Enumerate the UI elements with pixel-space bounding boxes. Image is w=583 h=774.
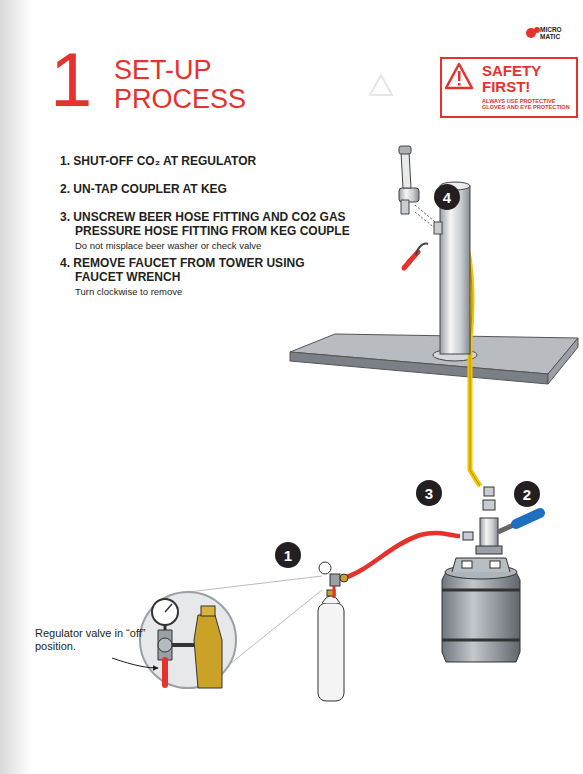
callout-number: 3 xyxy=(416,480,442,506)
warning-icon xyxy=(446,64,472,88)
callout-text: 3 xyxy=(425,486,433,501)
faucet-wrench xyxy=(404,261,410,268)
regulator xyxy=(330,574,340,586)
callout-text: 1 xyxy=(284,548,292,563)
regulator-gauge xyxy=(319,562,331,574)
callout-text: 2 xyxy=(523,487,531,502)
faucet-shank xyxy=(434,222,442,234)
section-number: 1 xyxy=(50,42,110,118)
callout-number: 1 xyxy=(275,542,301,568)
page-edge xyxy=(0,0,32,774)
counter-edge xyxy=(290,352,548,384)
watermark-icon xyxy=(370,75,392,95)
safety-note: ALWAYS USE PROTECTIVE GLOVES AND EYE PRO… xyxy=(482,98,570,112)
keg-handle-hole xyxy=(490,561,500,568)
keg-coupler xyxy=(476,546,502,554)
instruction-text: Do not misplace beer washer or check val… xyxy=(75,240,375,251)
co2-tank xyxy=(318,603,344,701)
inset-regulator xyxy=(158,630,172,660)
faucet-wrench xyxy=(416,243,428,255)
keg-chime xyxy=(452,558,510,572)
callout-text: 4 xyxy=(443,190,451,205)
faucet xyxy=(401,200,409,214)
keg-handle-hole xyxy=(462,561,472,568)
inset-valve-handle xyxy=(162,660,168,685)
callout-number: 2 xyxy=(514,481,540,507)
warning-icon xyxy=(458,71,461,81)
page-title: SET-UP PROCESS xyxy=(114,56,264,114)
instruction-text: Regulator valve in “off” position. xyxy=(35,627,150,653)
instruction-text: 3. UNSCREW BEER HOSE FITTING AND CO2 GAS… xyxy=(60,210,400,239)
keg-coupler xyxy=(480,518,498,550)
faucet-handle xyxy=(401,152,411,188)
faucet-handle xyxy=(399,146,411,154)
gas-fitting xyxy=(463,532,473,540)
counter-edge xyxy=(548,338,578,384)
beer-hose-fitting xyxy=(483,500,495,510)
instruction-text: 2. UN-TAP COUPLER AT KEG xyxy=(60,182,380,196)
gas-hose xyxy=(344,533,460,578)
safety-heading: SAFETY FIRST! xyxy=(482,63,570,95)
co2-tank xyxy=(322,596,340,604)
leader-arrow xyxy=(112,658,158,668)
inset-circle xyxy=(140,592,236,688)
regulator-valve xyxy=(333,586,336,598)
instruction-text: 1. SHUT-OFF CO₂ AT REGULATOR xyxy=(60,154,380,168)
instruction-text: Turn clockwise to remove xyxy=(75,286,375,297)
safety-box: SAFETY FIRST! ALWAYS USE PROTECTIVE GLOVE… xyxy=(440,57,578,118)
callout-number: 4 xyxy=(434,184,460,210)
instruction-text: 4. REMOVE FAUCET FROM TOWER USING FAUCET… xyxy=(60,256,330,285)
inset-tank-valve xyxy=(194,615,222,688)
keg-rib xyxy=(442,590,520,640)
inset-gauge xyxy=(165,604,172,612)
warning-icon xyxy=(458,83,461,86)
inset-regulator xyxy=(158,638,172,652)
coupler-handle xyxy=(516,513,540,524)
inset-gauge xyxy=(152,599,178,625)
brand-logo: MICRO MATIC xyxy=(540,27,580,40)
inset-tank-valve xyxy=(201,606,215,616)
beer-hose-fitting xyxy=(484,487,494,496)
keg xyxy=(442,572,520,662)
regulator xyxy=(340,574,348,582)
tower xyxy=(440,186,470,354)
inset-regulator xyxy=(164,625,167,630)
logo-dot xyxy=(534,27,540,33)
